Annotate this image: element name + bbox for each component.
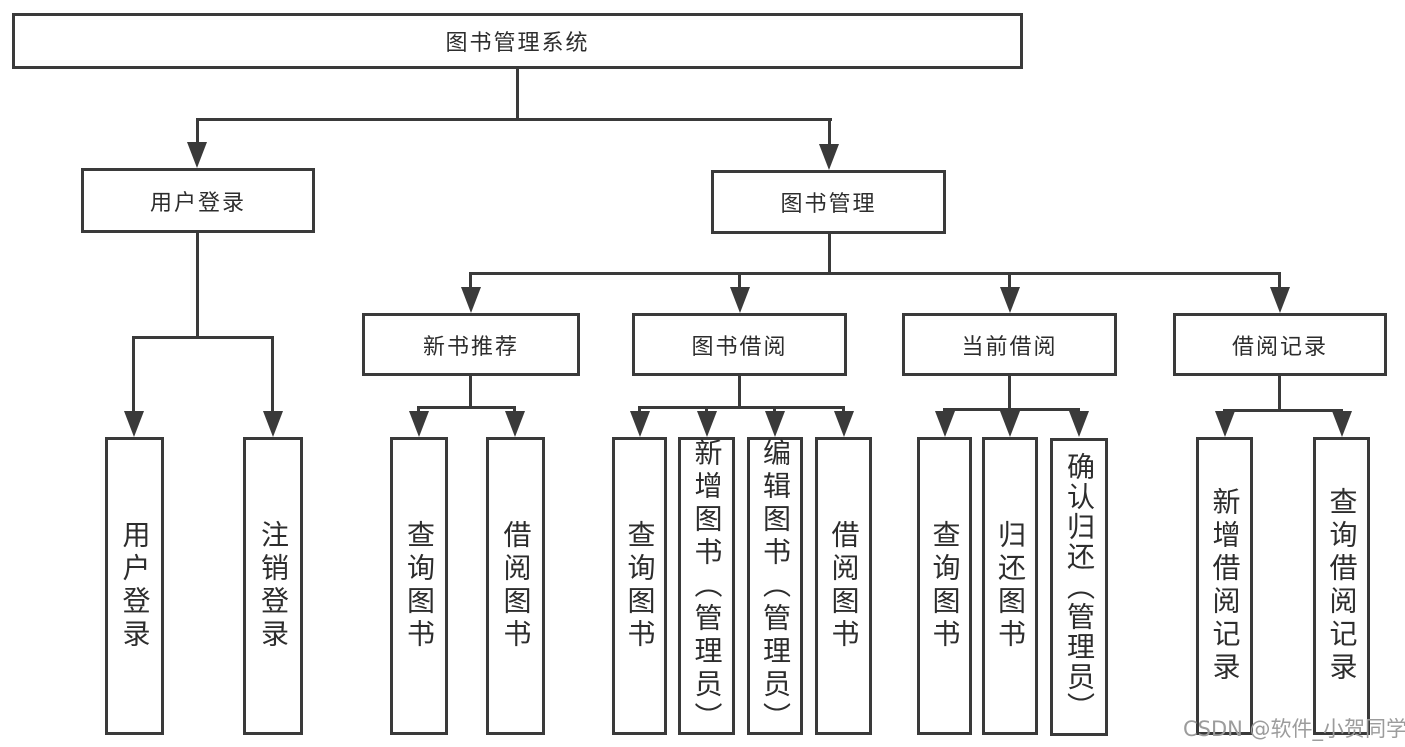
node-new-book-rec: 新书推荐 [362, 313, 580, 376]
arrow-to-book-mgmt [819, 144, 839, 170]
connector-root-stem [516, 68, 519, 118]
arrow-to-current [1000, 287, 1020, 313]
connector-borrow-drop [738, 272, 741, 290]
connector-user-login-split [132, 336, 274, 339]
arrow-to-br-add [1215, 411, 1235, 437]
connector-book-mgmt-drop [828, 118, 831, 147]
arrow-to-nr-borrow [505, 411, 525, 437]
arrow-to-cb-confirm [1069, 411, 1089, 437]
connector-borrow-stem [738, 375, 741, 408]
connector-nr-borrow-drop [513, 406, 516, 415]
connector-bb-borrow-drop [842, 406, 845, 415]
arrow-to-bb-borrow [834, 411, 854, 437]
connector-nr-query-drop [417, 406, 420, 415]
node-borrow-records: 借阅记录 [1173, 313, 1387, 376]
connector-new-rec-drop [469, 272, 472, 290]
connector-bb-add-drop [705, 406, 708, 415]
connector-book-mgmt-stem [828, 233, 831, 274]
arrow-to-cb-return [1000, 411, 1020, 437]
leaf-nr-query-books: 查询图书 [390, 437, 448, 735]
arrow-to-records [1270, 287, 1290, 313]
leaf-user-login: 用户登录 [105, 437, 164, 735]
connector-current-drop [1008, 272, 1011, 290]
connector-leaf-logout-drop [271, 336, 274, 414]
connector-new-rec-split [417, 406, 516, 409]
arrow-to-new-rec [461, 287, 481, 313]
leaf-nr-borrow-books: 借阅图书 [486, 437, 545, 735]
leaf-br-query-record: 查询借阅记录 [1313, 437, 1370, 735]
connector-user-login-stem [196, 232, 199, 336]
leaf-bb-borrow-books: 借阅图书 [815, 437, 872, 735]
leaf-bb-add-books-admin: 新增图书（管理员） [678, 437, 735, 735]
connector-records-split [1223, 409, 1343, 412]
connector-book-mgmt-split [469, 272, 1281, 275]
connector-records-drop [1278, 272, 1281, 290]
leaf-cb-confirm-return-admin: 确认归还（管理员） [1050, 438, 1108, 736]
leaf-br-add-record: 新增借阅记录 [1196, 437, 1253, 735]
arrow-to-bb-add [697, 411, 717, 437]
node-book-borrow: 图书借阅 [632, 313, 847, 376]
connector-bb-edit-drop [773, 406, 776, 415]
connector-leaf-user-login-drop [132, 336, 135, 414]
arrow-to-borrow [730, 287, 750, 313]
connector-borrow-split [638, 406, 845, 409]
leaf-bb-query-books: 查询图书 [612, 437, 667, 735]
node-user-login: 用户登录 [81, 168, 315, 233]
leaf-cb-query-books: 查询图书 [917, 437, 972, 735]
connector-root-split [196, 118, 832, 121]
arrow-to-user-login [187, 142, 207, 168]
arrow-to-leaf-user-login [124, 411, 144, 437]
leaf-bb-edit-books-admin: 编辑图书（管理员） [747, 437, 803, 735]
connector-current-split [943, 408, 1080, 411]
connector-current-stem [1008, 376, 1011, 409]
connector-bb-query-drop [638, 406, 641, 415]
node-current-borrow: 当前借阅 [902, 313, 1117, 376]
arrow-to-leaf-logout [263, 411, 283, 437]
connector-new-rec-stem [469, 376, 472, 409]
leaf-logout: 注销登录 [243, 437, 303, 735]
connector-user-login-drop [196, 118, 199, 145]
node-root-library-system: 图书管理系统 [12, 13, 1023, 69]
arrow-to-bb-query [630, 411, 650, 437]
arrow-to-bb-edit [765, 411, 785, 437]
arrow-to-br-query [1332, 411, 1352, 437]
arrow-to-cb-query [935, 411, 955, 437]
connector-records-stem [1278, 376, 1281, 411]
arrow-to-nr-query [409, 411, 429, 437]
leaf-cb-return-books: 归还图书 [982, 437, 1038, 735]
node-book-mgmt: 图书管理 [711, 170, 946, 234]
csdn-watermark: CSDN @软件_小贺同学 [1183, 717, 1405, 741]
